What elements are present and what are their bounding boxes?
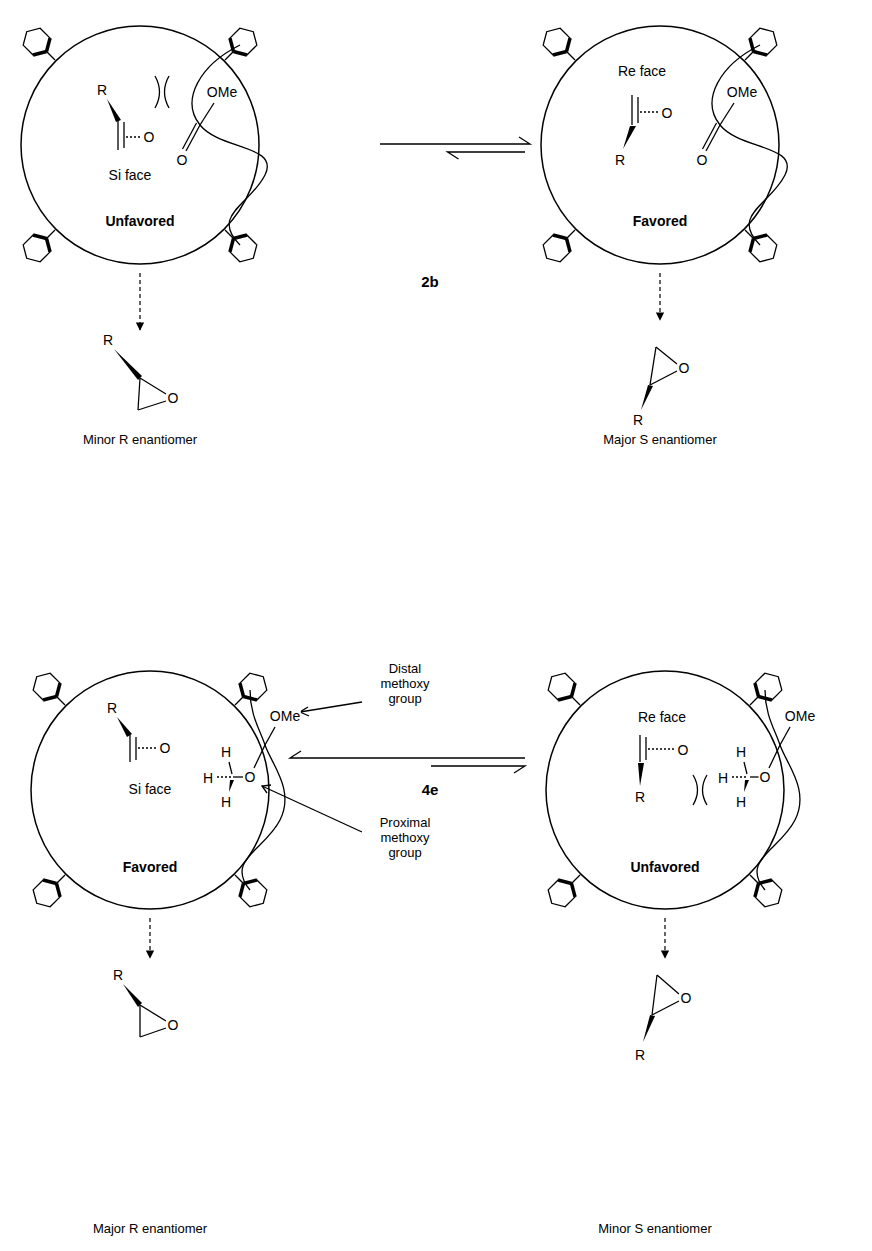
atom-label: R xyxy=(632,412,644,428)
porphyrin-circle: Si faceFavored xyxy=(30,670,270,910)
product-node: Major R enantiomer xyxy=(50,960,250,1236)
product-label: Major R enantiomer xyxy=(92,1222,208,1236)
strapped-porphyrin xyxy=(538,23,787,267)
atom-label: O xyxy=(143,129,156,145)
preference-label: Favored xyxy=(122,860,178,875)
preference-label: Favored xyxy=(632,214,688,229)
equilibrium-arrow xyxy=(380,137,530,159)
epoxide xyxy=(114,349,166,410)
strapped-porphyrin xyxy=(28,668,285,912)
strapped-porphyrin xyxy=(543,668,800,912)
product-label: Major S enantiomer xyxy=(602,433,717,447)
atom-label: O xyxy=(696,152,709,168)
ester-group xyxy=(703,103,735,151)
atom-label: OMe xyxy=(784,708,816,724)
equilibrium-arrow xyxy=(290,751,525,773)
atom-label: O xyxy=(176,152,189,168)
product-node: Major S enantiomer xyxy=(560,322,760,447)
steric-clash xyxy=(155,76,169,108)
reaction-arrow xyxy=(140,273,141,330)
face-label: Re face xyxy=(617,64,667,79)
atom-label: O xyxy=(661,105,674,121)
arrow-line xyxy=(448,152,526,159)
compound-number: 2b xyxy=(420,273,440,290)
atom-label: H xyxy=(220,744,232,760)
atom-label: H xyxy=(220,794,232,810)
atom-label: O xyxy=(167,1017,180,1033)
methoxy-groups xyxy=(215,727,275,792)
atom-label: O xyxy=(759,769,772,785)
preference-label: Unfavored xyxy=(629,860,700,875)
face-label: Si face xyxy=(128,782,173,797)
atom-label: R xyxy=(634,1047,646,1063)
atom-label: H xyxy=(735,744,747,760)
arrow-line xyxy=(380,137,530,144)
reaction-arrow xyxy=(660,273,661,320)
epoxide xyxy=(641,347,677,410)
atom-label: OMe xyxy=(726,84,758,100)
arrow-line xyxy=(659,273,660,320)
atom-label: O xyxy=(244,769,257,785)
atom-label: H xyxy=(202,770,214,786)
leader-lines xyxy=(262,702,362,832)
atom-label: O xyxy=(677,742,690,758)
arrow-line xyxy=(290,751,525,758)
atom-label: R xyxy=(106,700,118,716)
product-node: Minor S enantiomer xyxy=(555,960,755,1236)
atom-label: R xyxy=(96,82,108,98)
product-label: Minor S enantiomer xyxy=(597,1222,712,1236)
atom-label: R xyxy=(112,967,124,983)
product-node: Minor R enantiomer xyxy=(40,332,240,447)
atom-label: OMe xyxy=(206,84,238,100)
reaction-arrow xyxy=(150,918,151,958)
arrow-line xyxy=(431,766,525,773)
ester-group xyxy=(183,103,215,151)
atom-label: H xyxy=(717,770,729,786)
face-label: Re face xyxy=(637,710,687,725)
callout-note: Proximal methoxy group xyxy=(368,816,442,861)
epoxide xyxy=(123,984,166,1037)
reaction-arrow xyxy=(665,918,666,958)
atom-label: O xyxy=(167,390,180,406)
olefin xyxy=(623,95,659,149)
porphyrin-circle: Re faceFavored xyxy=(540,25,780,265)
arrow-line xyxy=(139,273,140,330)
atom-label: R xyxy=(614,152,626,168)
porphyrin-circle: Re faceUnfavored xyxy=(545,670,785,910)
atom-label: O xyxy=(678,360,691,376)
atom-label: R xyxy=(102,332,114,348)
olefin xyxy=(638,735,675,786)
atom-label: R xyxy=(634,789,646,805)
arrow-line xyxy=(664,918,665,958)
preference-label: Unfavored xyxy=(104,214,175,229)
epoxide xyxy=(643,975,679,1042)
atom-label: H xyxy=(735,794,747,810)
compound-number: 4e xyxy=(421,781,440,798)
atom-label: O xyxy=(680,990,693,1006)
arrow-line xyxy=(149,918,150,958)
product-label: Minor R enantiomer xyxy=(82,433,198,447)
face-label: Si face xyxy=(108,168,153,183)
olefin xyxy=(117,717,158,762)
strapped-porphyrin xyxy=(18,23,267,267)
steric-clash xyxy=(693,775,707,805)
atom-label: O xyxy=(159,740,172,756)
porphyrin-circle: Si faceUnfavored xyxy=(20,25,260,265)
callout-note: Distal methoxy group xyxy=(368,662,442,707)
methoxy-groups xyxy=(730,727,790,792)
olefin xyxy=(107,99,142,150)
atom-label: OMe xyxy=(269,708,301,724)
